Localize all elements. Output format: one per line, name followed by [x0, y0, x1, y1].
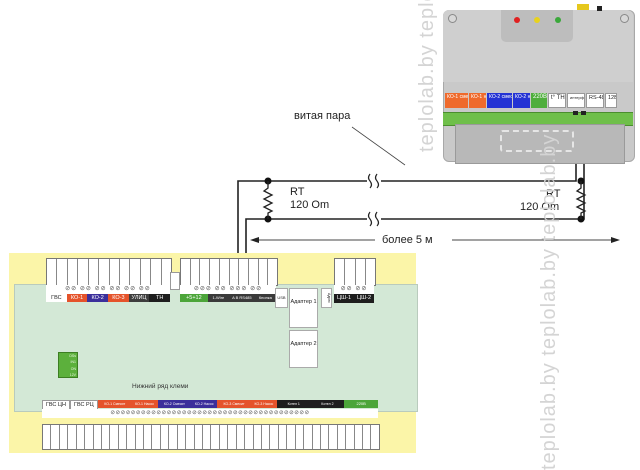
controller-label: КО-1 смеситель	[445, 93, 468, 108]
antenna-connector	[577, 4, 589, 10]
jumper	[170, 272, 180, 290]
bottom-row-caption: Нижний ряд клеми	[132, 383, 189, 390]
led-green	[555, 17, 561, 23]
bottom-tag: Котел 2	[310, 400, 345, 408]
module-label: ON	[70, 366, 76, 371]
terminal-block-top-right	[334, 258, 376, 286]
mid-tag: +5+12	[180, 294, 208, 302]
resistor-left-name: RT	[290, 186, 305, 198]
rs485-a-terminal	[573, 111, 578, 115]
top-tag: ГВС	[46, 294, 67, 302]
power-jack	[597, 6, 602, 11]
screw-icon	[448, 14, 457, 23]
screw-row-bottom: ⊘⊘⊘⊘⊘⊘⊘⊘⊘⊘⊘⊘⊘⊘⊘⊘⊘⊘⊘⊘⊘⊘⊘⊘⊘⊘⊘⊘⊘⊘⊘⊘⊘⊘⊘⊘⊘⊘⊘	[42, 409, 378, 418]
green-module: DSs IN1 ON 12V	[58, 352, 78, 378]
bottom-tag: КО-2 Смесит	[157, 400, 192, 408]
top-tag: ТН	[149, 294, 171, 302]
twisted-pair-label: витая пара	[294, 110, 351, 122]
top-tag: КО-1	[66, 294, 88, 302]
top-tag: УЛИЦ	[128, 294, 150, 302]
distance-label: более 5 м	[380, 234, 435, 246]
module-label: IN1	[70, 360, 76, 365]
bottom-tag: Котел 1	[276, 400, 311, 408]
controller-label: t° ТН	[548, 93, 566, 108]
resistor-left	[262, 177, 274, 223]
controller-label: интерфейс	[567, 93, 585, 108]
screw-icon	[620, 14, 629, 23]
terminal-block-bottom	[42, 424, 380, 450]
mid-tag: Кнопка	[254, 294, 276, 302]
bottom-tag: КО-1 Смесит	[97, 400, 132, 408]
screw-row: ⊘⊘ ⊘⊘ ⊘⊘ ⊘⊘ ⊘⊘ ⊘⊘	[46, 285, 170, 294]
controller-label: КО-1 насос	[469, 93, 486, 108]
resistor-right	[575, 177, 587, 223]
controller-label: 12В	[605, 93, 617, 108]
distance-arrow	[250, 237, 620, 243]
top-tag-row: ГВС КО-1 КО-2 КО-3 УЛИЦ ТН	[46, 294, 171, 303]
mid-tag: 1-Wire	[207, 294, 230, 302]
controller-label: RS-485	[586, 93, 604, 108]
screw-row: ⊘⊘ ⊘⊘	[334, 285, 374, 294]
led-yellow	[534, 17, 540, 23]
resistor-left-value: 120 Om	[290, 199, 330, 211]
watermark-2: teplolab.by teplolab.by teplolab.by	[538, 133, 560, 470]
terminal-block-top-left	[46, 258, 172, 286]
led-panel	[501, 10, 573, 42]
watermark-1: teplolab.by teplolab.by teplolab.by	[416, 0, 439, 152]
mid-tag-row: +5+12 1-Wire A B RS485 Кнопка	[180, 294, 276, 303]
bottom-tag: КО-3 Насос	[250, 400, 277, 408]
rs485-b-terminal	[581, 111, 586, 115]
address-jumper[interactable]: Адрес	[321, 288, 332, 308]
terminal-block-top-mid	[180, 258, 278, 286]
adapter-2-slot[interactable]: Адаптер 2	[289, 330, 318, 368]
bottom-tag: КО-3 Смесит	[217, 400, 251, 408]
led-red	[514, 17, 520, 23]
right-tag: ЦШ-1	[337, 295, 351, 301]
controller-label: КО-2 насос	[513, 93, 530, 108]
bottom-tag: 220В	[344, 400, 378, 408]
resistor-right-value: 120 Om	[520, 201, 560, 213]
board-pcb	[14, 284, 418, 412]
screw-row: ⊘⊘⊘ ⊘⊘ ⊘⊘⊘ ⊘⊘	[180, 285, 276, 294]
twisted-pair-pointer	[351, 126, 406, 166]
resistor-right-name: RT	[546, 188, 561, 200]
wire-break-bottom	[367, 211, 381, 227]
wire-break-top	[367, 173, 381, 189]
top-tag: КО-3	[108, 294, 129, 302]
bottom-tag: КО-1 Насос	[131, 400, 158, 408]
top-tag: КО-2	[87, 294, 109, 302]
bottom-tag-row: ГВС ЦН ГВС РЦ КО-1 Смесит КО-1 Насос КО-…	[42, 400, 378, 410]
right-tag: ЦШ-2	[357, 295, 371, 301]
controller-label: КО-2 смеситель	[487, 93, 512, 108]
mid-tag: A B RS485	[229, 294, 255, 302]
controller-label-row: КО-1 смеситель КО-1 насос КО-2 смеситель…	[445, 93, 617, 110]
din-slot	[500, 130, 574, 152]
adapter-1-slot[interactable]: Адаптер 1	[289, 288, 318, 328]
usb-port[interactable]: USB	[275, 288, 288, 308]
module-label: DSs	[69, 354, 76, 358]
bottom-tag: КО-2 Насос	[191, 400, 218, 408]
right-tag-row: ЦШ-1 ЦШ-2	[334, 294, 374, 303]
module-label: 12V	[69, 373, 76, 378]
controller-label: 220В	[531, 93, 547, 108]
